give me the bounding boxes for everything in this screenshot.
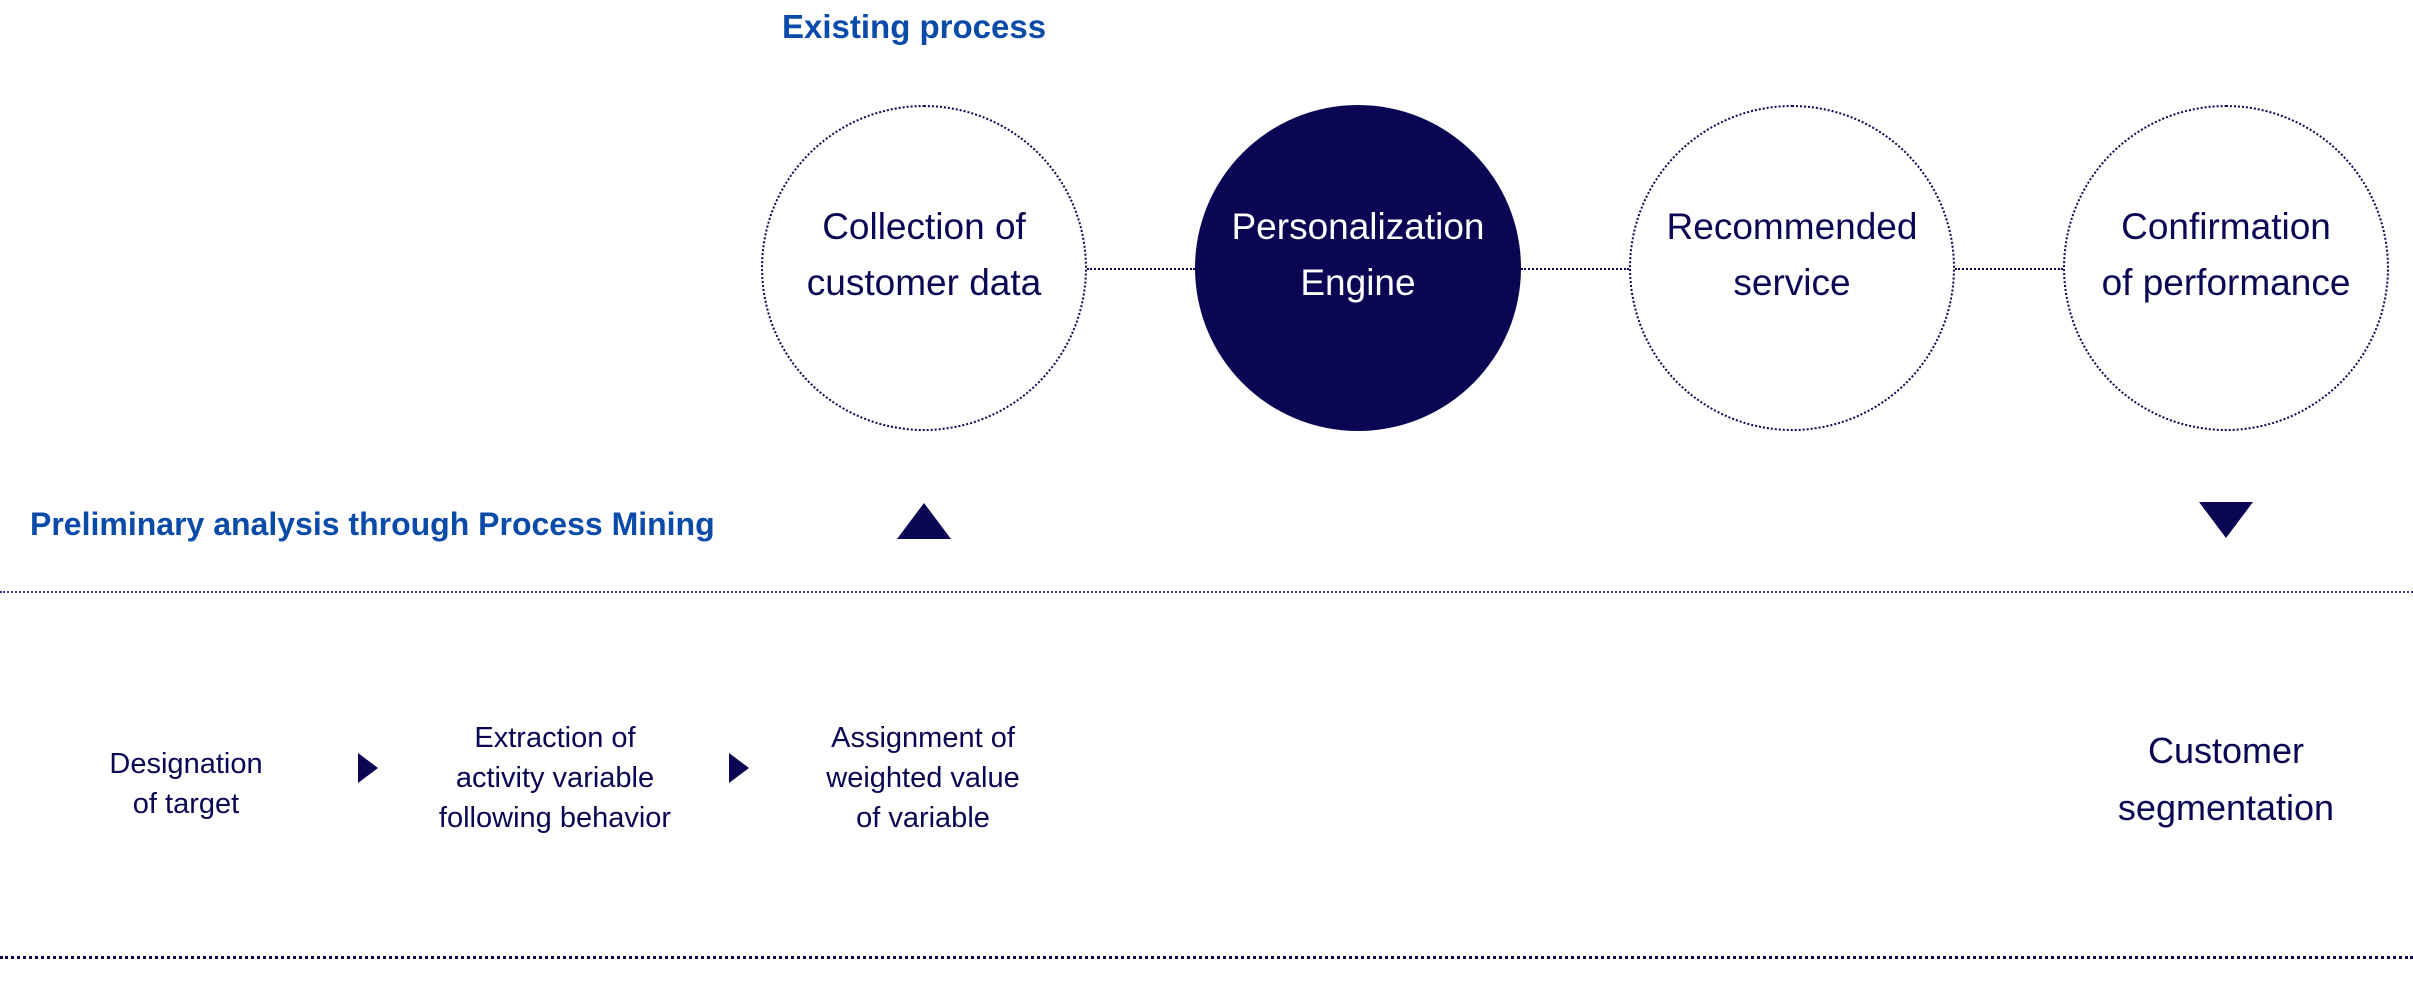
- mining-step-designation-of-target: Designation of target: [109, 748, 263, 820]
- connector-line: [1521, 268, 1629, 270]
- arrow-right-icon: [358, 753, 378, 783]
- mining-step-extraction-of-activity-variable: Extraction of activity variable followin…: [438, 722, 672, 834]
- section-divider-top: [0, 591, 2413, 593]
- section-divider-bottom: [0, 956, 2413, 959]
- step-circle-recommended-service: Recommended service: [1629, 105, 1955, 431]
- step-circle-collection-of-customer-data: Collection of customer data: [761, 105, 1087, 431]
- arrow-right-icon: [729, 753, 749, 783]
- step-circle-personalization-engine: Personalization Engine: [1195, 105, 1521, 431]
- step-label: Personalization Engine: [1231, 206, 1485, 303]
- process-mining-heading: Preliminary analysis through Process Min…: [30, 506, 715, 542]
- triangle-down-icon: [2199, 502, 2253, 538]
- step-label: Recommended service: [1666, 206, 1918, 303]
- connector-line: [1955, 268, 2063, 270]
- customer-segmentation-label: Customer segmentation: [2117, 730, 2335, 828]
- triangle-up-icon: [897, 503, 951, 539]
- connector-line: [1087, 268, 1195, 270]
- step-label: Collection of customer data: [806, 206, 1042, 303]
- step-label: Confirmation of performance: [2101, 206, 2351, 303]
- step-circle-confirmation-of-performance: Confirmation of performance: [2063, 105, 2389, 431]
- existing-process-heading: Existing process: [782, 8, 1047, 45]
- mining-step-assignment-of-weighted-value: Assignment of weighted value of variable: [826, 722, 1020, 834]
